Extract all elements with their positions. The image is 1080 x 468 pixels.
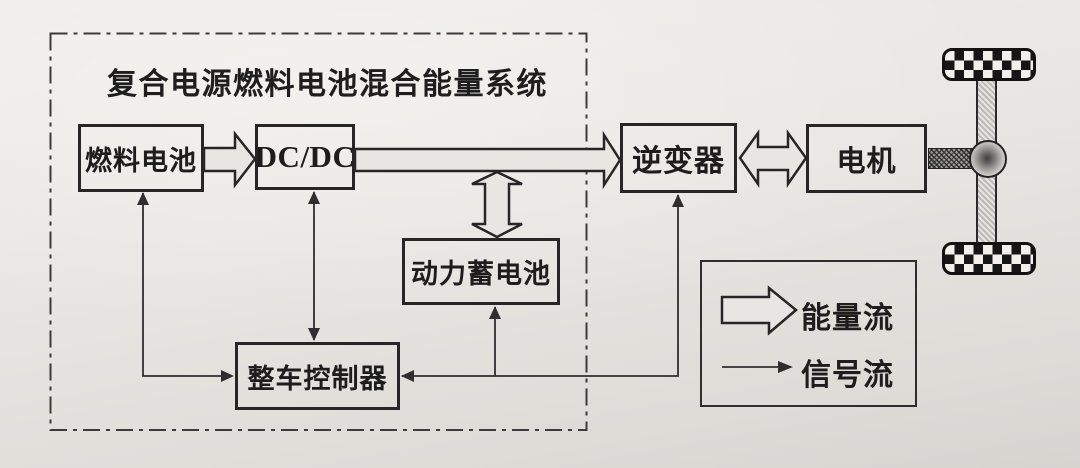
node-battery-label: 动力蓄电池 (411, 259, 551, 289)
wheel-bottom-icon (942, 242, 1036, 275)
wheel-top-icon (942, 48, 1036, 81)
energy-arrow-inverter-motor-bidirectional (738, 129, 808, 189)
arrowhead-into-inverter (672, 194, 684, 207)
node-motor-label: 电机 (836, 145, 897, 178)
legend-energy-flow-label: 能量流 (801, 302, 894, 335)
arrowhead-into-fuelcell (137, 192, 149, 205)
legend-energy-arrow-icon (720, 285, 798, 336)
energy-arrow-bus-battery-bidirectional (471, 170, 523, 239)
diagram-title: 复合电源燃料电池混合能量系统 (107, 68, 548, 101)
system-boundary-dashed-box (49, 32, 588, 431)
node-dcdc-converter: DC/DC (255, 124, 355, 190)
node-inverter: 逆变器 (620, 123, 737, 193)
node-controller-label: 整车控制器 (247, 363, 388, 394)
arrowhead-into-dcdc (308, 191, 320, 204)
arrowhead-into-battery (489, 306, 501, 319)
energy-arrow-fuelcell-to-dcdc (202, 130, 257, 189)
signal-line-fuelcell-controller (142, 193, 230, 377)
node-traction-battery: 动力蓄电池 (402, 238, 560, 305)
differential-icon (969, 140, 1007, 178)
node-inverter-label: 逆变器 (632, 145, 725, 178)
node-dcdc-label: DC/DC (254, 139, 356, 174)
signal-flow-lines (142, 192, 779, 377)
legend-signal-arrowhead-icon (778, 361, 793, 373)
signal-arrowheads (137, 191, 793, 382)
arrowhead-into-controller-left (221, 370, 234, 382)
node-vehicle-controller: 整车控制器 (235, 342, 400, 410)
energy-arrow-dcdc-to-inverter (353, 130, 622, 190)
legend-box (700, 260, 917, 407)
arrowhead-into-controller-top (308, 328, 320, 341)
node-fuel-cell-label: 燃料电池 (85, 145, 197, 176)
signal-line-controller-inverter (402, 195, 679, 377)
node-motor: 电机 (806, 124, 927, 193)
arrowhead-into-controller-right (401, 370, 414, 382)
energy-flow-arrows (202, 129, 808, 336)
legend-signal-flow-label: 信号流 (801, 359, 894, 392)
node-fuel-cell: 燃料电池 (78, 124, 204, 192)
